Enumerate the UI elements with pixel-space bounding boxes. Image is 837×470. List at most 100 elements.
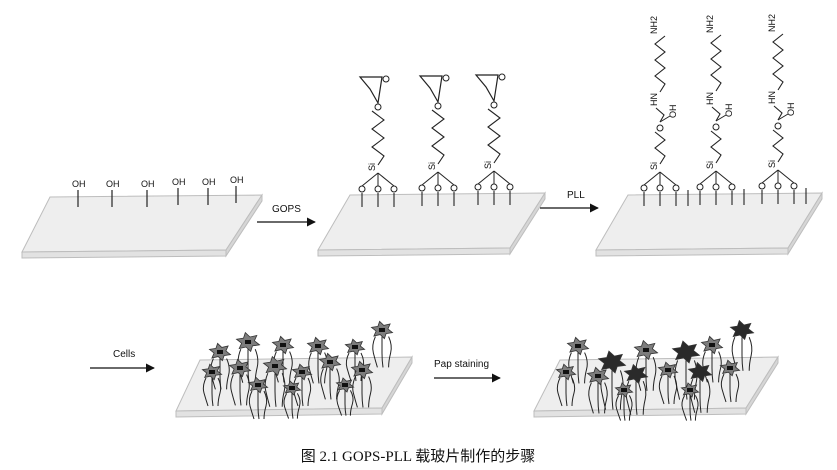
cell-tendril (628, 395, 633, 421)
cell-tendril (588, 382, 594, 414)
alkyl-chain (710, 130, 722, 164)
cell-tendril (246, 374, 250, 406)
cell-tendril (230, 374, 236, 406)
cell-tendril (584, 352, 588, 384)
cell-tendril (368, 376, 372, 408)
oh-label: OH (106, 179, 120, 189)
oh-label: OH (172, 177, 186, 187)
si-bond (777, 169, 795, 184)
cell (700, 335, 724, 383)
cell-tendril (735, 373, 740, 403)
cell-tendril (239, 374, 242, 406)
adhered-cells (201, 320, 394, 420)
alkyl-chain (773, 105, 783, 121)
cell-nucleus (727, 366, 733, 370)
cell-tendril (711, 351, 714, 383)
cell-nucleus (280, 343, 286, 347)
cell-tendril (699, 379, 702, 413)
oxygen-atom (728, 183, 736, 191)
cell-nucleus (379, 328, 385, 332)
gops-molecule: Si (474, 73, 514, 205)
arrow-pll: PLL (540, 190, 599, 213)
alkyl-chain (487, 108, 501, 164)
cell-nucleus (687, 388, 693, 392)
cell-tendril (741, 337, 744, 371)
cell-tendril (556, 377, 563, 407)
oxygen-atom (450, 184, 458, 192)
cell (271, 335, 295, 383)
cell-tendril (372, 336, 378, 368)
hn-label: HN (705, 92, 715, 105)
ether-oxygen (434, 102, 442, 110)
cell-tendril (694, 395, 699, 421)
cell-tendril (202, 377, 209, 407)
cell-tendril (345, 352, 352, 382)
cell (586, 366, 610, 414)
si-label: Si (367, 163, 377, 171)
hydroxyl-bond (715, 114, 727, 122)
cell-tendril (729, 374, 732, 403)
cell-tendril (673, 375, 678, 405)
oxygen-atom (374, 185, 382, 193)
arrow-pap-label: Pap staining (434, 359, 489, 370)
si-bond (493, 170, 511, 185)
oxygen-atom (418, 184, 426, 192)
epoxide-ring (358, 76, 383, 105)
si-bond (421, 171, 439, 186)
oxygen-atom (696, 183, 704, 191)
cell (306, 336, 330, 384)
nh2-label: NH2 (767, 14, 777, 32)
cell (350, 360, 374, 408)
cell-nucleus (315, 344, 321, 348)
cell-tendril (361, 376, 364, 408)
cell-tendril (577, 352, 580, 384)
oxygen-atom (712, 183, 720, 191)
cell-tendril (317, 352, 320, 384)
epoxide-oxygen (442, 74, 450, 82)
cell-tendril (320, 368, 326, 400)
oh-side-label: OH (668, 105, 678, 119)
si-label: Si (427, 162, 437, 170)
alkyl-chain (371, 110, 385, 166)
cell-tendril (565, 377, 568, 407)
cell-body (671, 340, 701, 364)
cell-tendril (283, 393, 290, 419)
cell-tendril (344, 390, 347, 416)
cell-nucleus (209, 370, 215, 374)
cell-tendril (291, 393, 294, 419)
slide-stained (533, 319, 779, 421)
oh-side-label: OH (724, 104, 734, 118)
cell-tendril (264, 373, 271, 407)
oxygen-atom (672, 184, 680, 192)
alkyl-chain (655, 107, 665, 123)
oh-label: OH (202, 177, 216, 187)
oxygen-atom (358, 185, 366, 193)
cell-tendril (289, 351, 293, 383)
oxygen-atom (490, 183, 498, 191)
cell-tendril (281, 373, 286, 407)
alkyl-chain (710, 34, 722, 92)
oxygen-atom (758, 182, 766, 190)
cell-nucleus (595, 374, 601, 378)
slide-hydroxylated: OH OH OH OH OH OH (21, 175, 263, 259)
si-bond (377, 172, 395, 187)
cell-tendril (615, 395, 622, 421)
alkyl-chain (772, 33, 784, 91)
cell-tendril (336, 390, 343, 416)
epoxide-oxygen (498, 73, 506, 81)
si-bond (699, 170, 717, 185)
cell-tendril (667, 376, 670, 405)
cell-tendril (635, 381, 638, 415)
cell-tendril (388, 336, 392, 368)
oh-side-label: OH (786, 103, 796, 117)
cell-tendril (296, 393, 301, 419)
oxygen-atom (434, 184, 442, 192)
epoxide-ring (418, 75, 443, 104)
si-bond (361, 172, 379, 187)
cell-nucleus (352, 345, 358, 349)
cell (335, 377, 355, 416)
hydroxyl-bond (777, 113, 789, 121)
